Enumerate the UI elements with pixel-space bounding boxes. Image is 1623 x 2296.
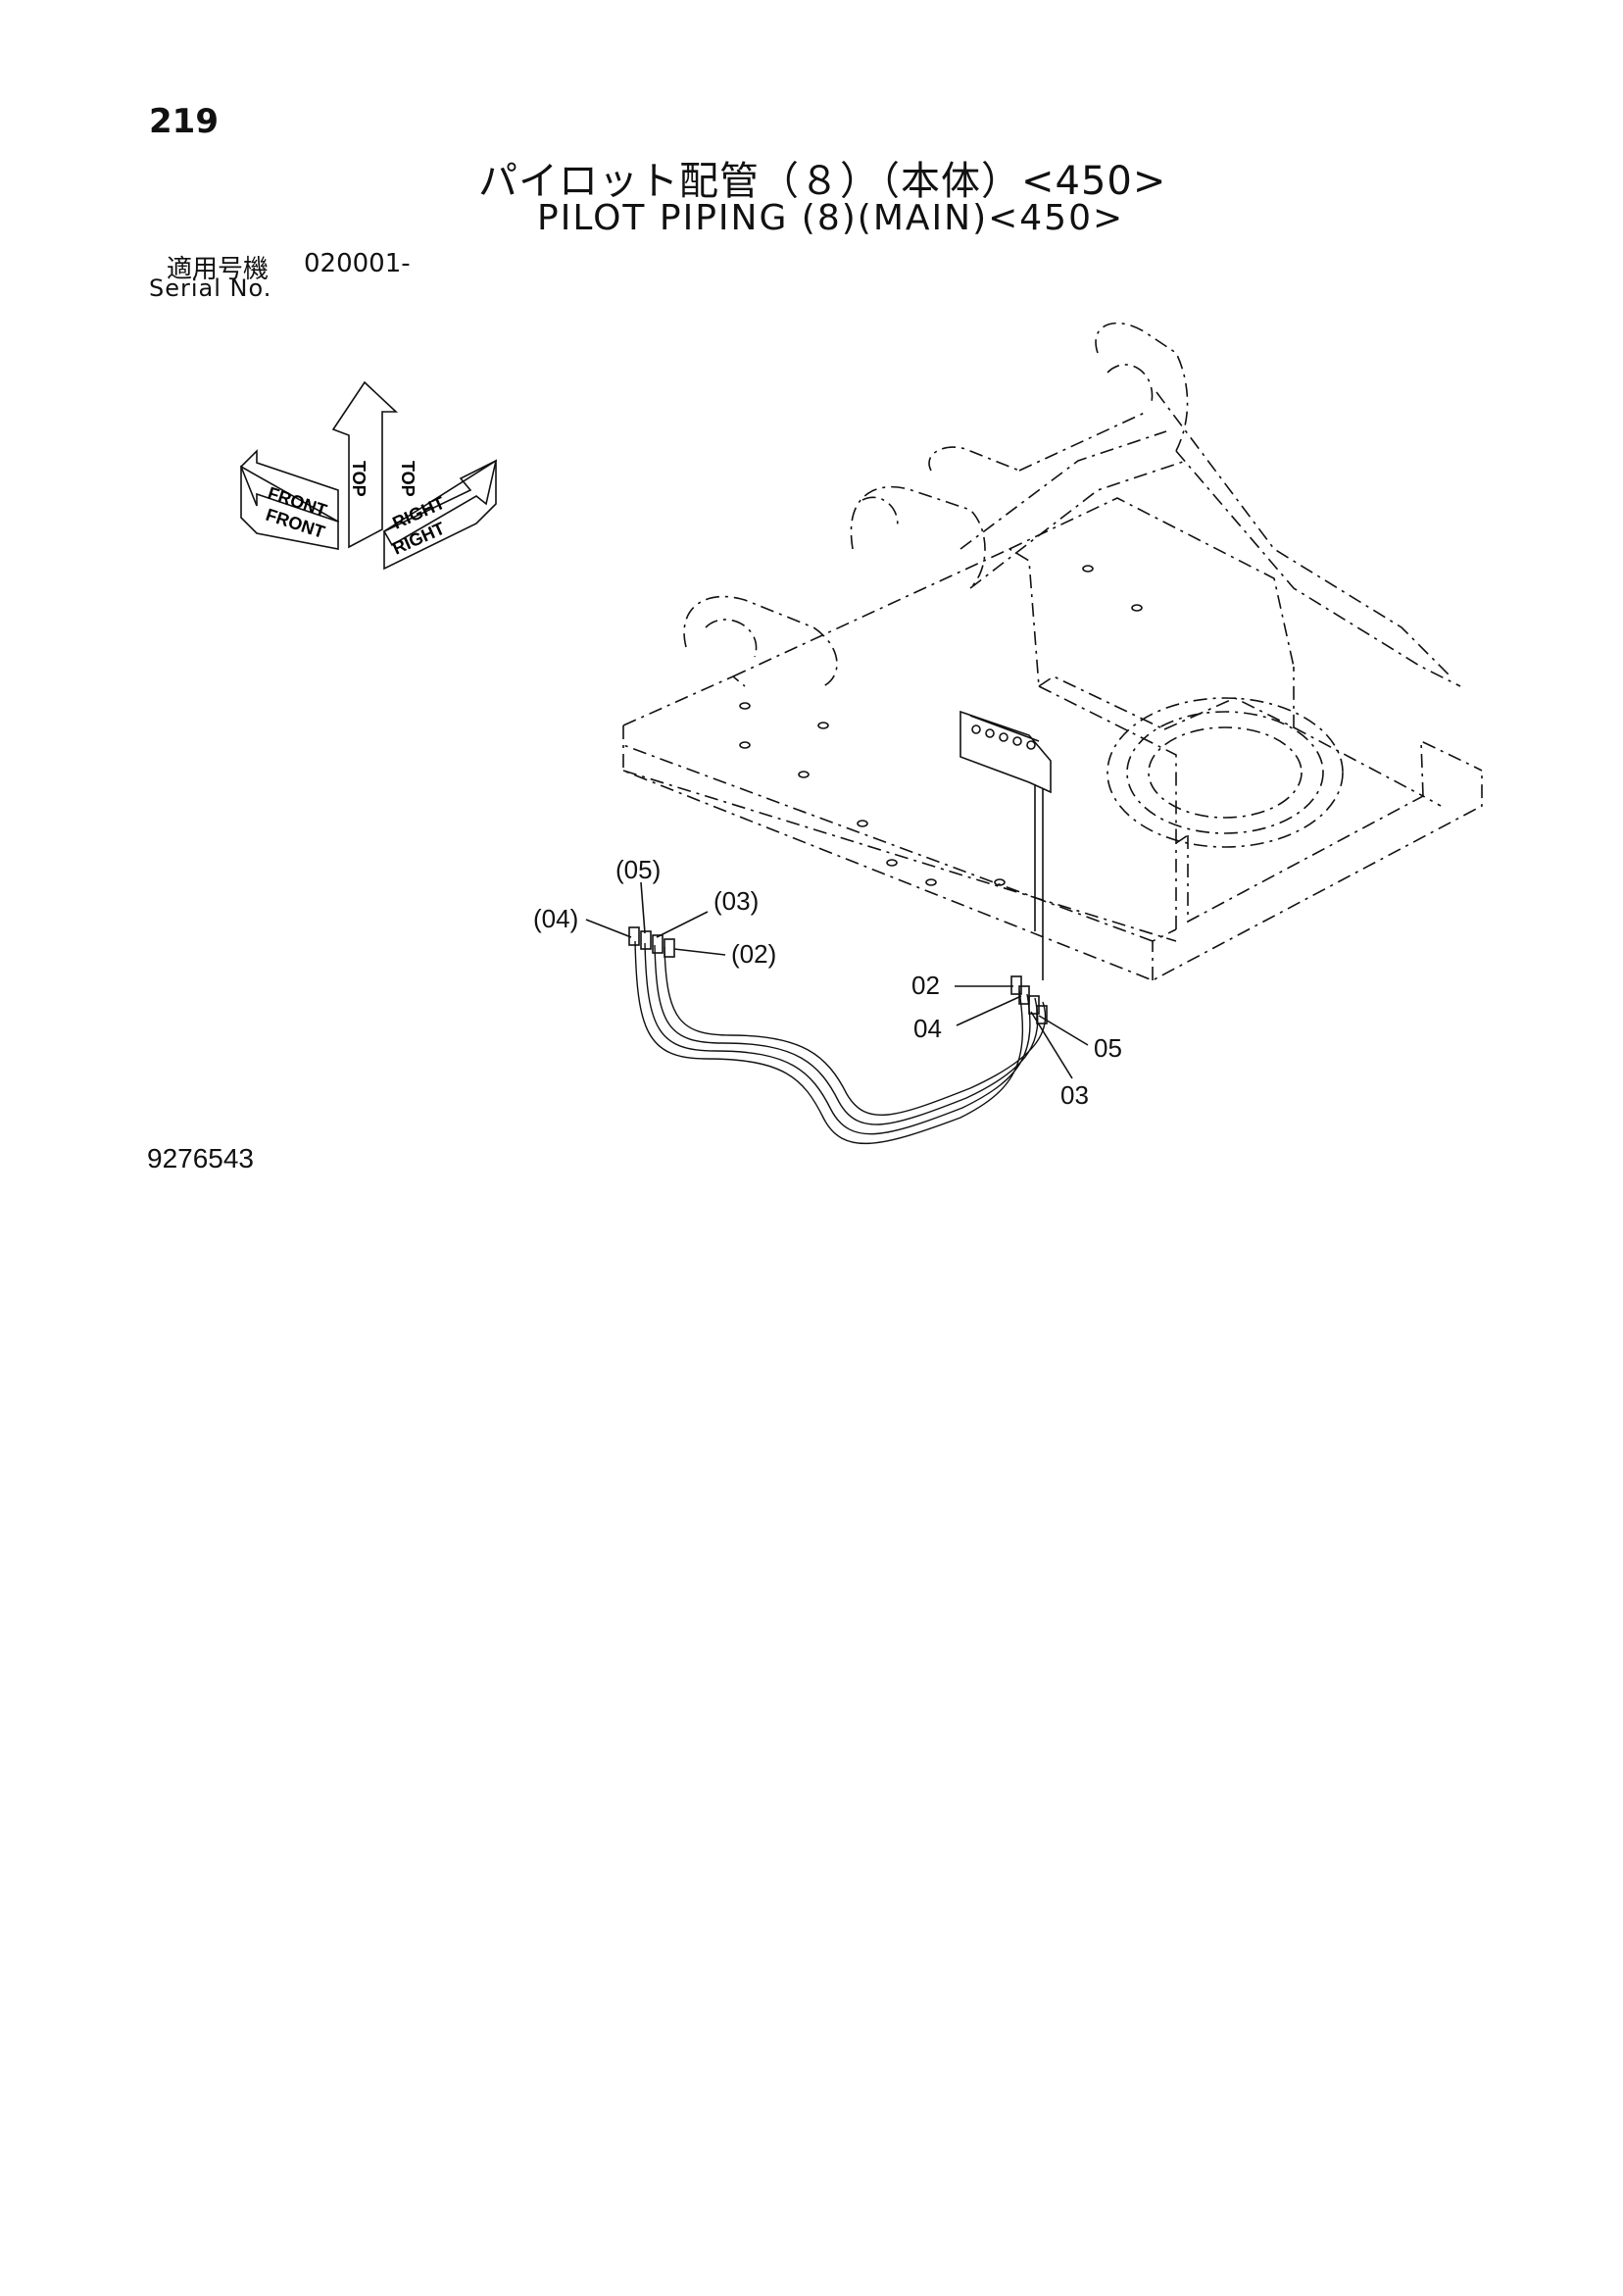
- right-arrow-icon: [382, 459, 498, 547]
- serial-label-japanese: 適用号機: [167, 255, 270, 284]
- serial-number-value: 020001-: [304, 249, 411, 278]
- pilot-valve-block: [959, 710, 1052, 980]
- main-frame-outline: [622, 322, 1483, 981]
- page-title-english: PILOT PIPING (8)(MAIN)<450>: [537, 198, 1125, 238]
- callout-02-paren: (02): [731, 939, 776, 969]
- orientation-top-label-shadow: TOP: [398, 461, 418, 497]
- front-arrow-icon: [240, 449, 339, 524]
- orientation-indicator: FRONT FRONT TOP TOP RIGHT RIGHT: [240, 380, 498, 571]
- serial-label-english: Serial No.: [149, 275, 272, 302]
- callout-leaders: [585, 881, 1089, 1079]
- callout-05: 05: [1094, 1033, 1122, 1063]
- orientation-top-label: TOP: [349, 461, 369, 497]
- callout-02: 02: [911, 971, 940, 1000]
- callout-04: 04: [913, 1014, 942, 1043]
- pilot-hose-bundle: [628, 926, 1048, 1144]
- callout-03-paren: (03): [713, 886, 759, 916]
- drawing-number: 9276543: [147, 1143, 255, 1173]
- page-title-japanese: パイロット配管（８）（本体）<450>: [478, 159, 1167, 204]
- callout-03: 03: [1060, 1080, 1089, 1110]
- top-arrow-icon: [331, 380, 399, 549]
- callout-04-paren: (04): [533, 904, 578, 933]
- page-number: 219: [149, 102, 219, 141]
- callout-05-paren: (05): [615, 855, 661, 884]
